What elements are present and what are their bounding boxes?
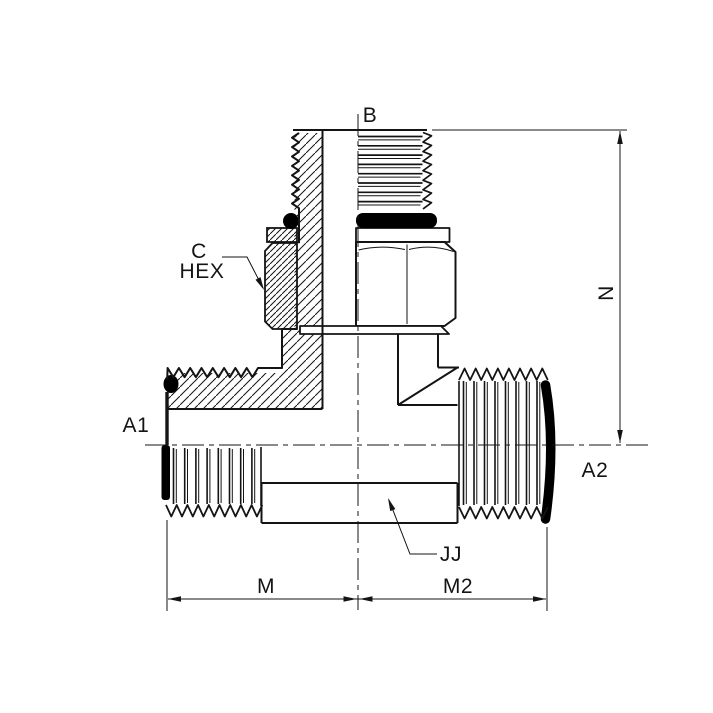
locknut-section	[264, 242, 298, 330]
c-hex-arrow	[255, 277, 264, 290]
hatch-body-corner	[282, 329, 323, 409]
label-dim-n: N	[595, 285, 618, 301]
m-arrow-left	[168, 596, 181, 602]
label-c: C	[191, 240, 207, 263]
hatch-left-port-wall	[168, 373, 282, 409]
c-hex-leader	[222, 256, 264, 289]
corner-step	[281, 328, 297, 369]
top-oring-section	[283, 213, 299, 229]
dimensions	[166, 129, 627, 611]
label-port-b: B	[363, 104, 378, 127]
label-dim-m: M	[257, 575, 275, 598]
right-oring-external	[540, 380, 556, 524]
washer-plate-under-nut	[299, 325, 450, 335]
n-arrow-bottom	[617, 430, 623, 443]
label-jj: JJ	[440, 543, 462, 566]
hex-locknut-external	[355, 241, 457, 327]
section-hatching	[168, 133, 323, 409]
stud-thread-section-profile	[291, 132, 300, 244]
centerlines	[145, 114, 652, 610]
right-port-threads	[458, 367, 549, 520]
jj-arrow	[388, 498, 396, 512]
body-outline	[165, 129, 459, 524]
left-oring-section	[163, 375, 179, 393]
left-oring-external	[161, 445, 170, 500]
jj-leader	[388, 499, 437, 555]
labels: B C HEX A1 A2 N JJ M M2	[123, 104, 618, 598]
n-arrow-top	[617, 131, 623, 144]
label-dim-m2: M2	[443, 575, 473, 598]
m2-arrow-left	[359, 596, 373, 602]
body-lower-band	[260, 482, 459, 524]
label-port-a2: A2	[582, 459, 609, 482]
external-parts	[299, 227, 457, 335]
body-right-shoulder	[397, 334, 459, 406]
top-port-threads	[358, 131, 433, 210]
m-arrow-right	[343, 596, 357, 602]
washer-section	[266, 227, 298, 243]
m2-arrow-right	[533, 596, 546, 602]
leaders	[222, 256, 437, 555]
label-hex: HEX	[180, 260, 225, 283]
label-port-a1: A1	[123, 414, 150, 437]
left-port-threads	[165, 447, 264, 518]
top-oring-external	[356, 213, 437, 228]
hex-chamfer-arcs	[358, 246, 454, 252]
seals	[161, 213, 556, 524]
left-port-thread-section-profile	[166, 367, 281, 380]
washer-external	[355, 227, 451, 243]
